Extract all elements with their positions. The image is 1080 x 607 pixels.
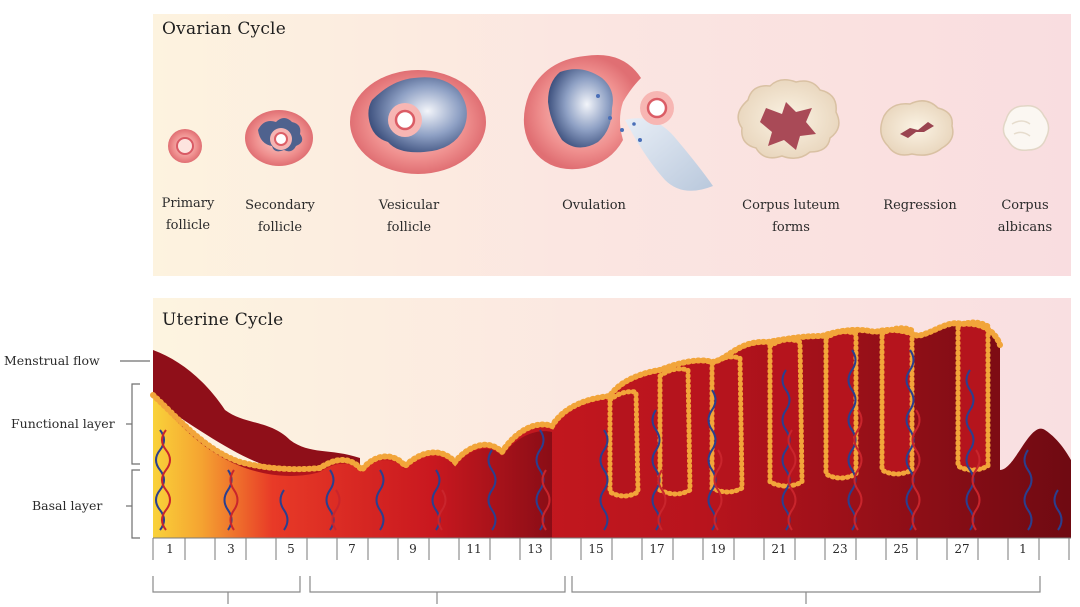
day-label: 23 [832,542,848,556]
stage-label-line1: Corpus [1001,198,1049,213]
day-label: 17 [649,542,665,556]
stage-label-line2: follicle [257,220,303,235]
menstrual-flow-label: Menstrual flow [4,353,100,368]
stage-label-line2: albicans [997,220,1053,235]
day-label: 1 [1019,542,1027,556]
stage-label-ovulation: Ovulation [539,195,649,217]
regression-icon [880,100,954,156]
functional-layer-label: Functional layer [11,416,115,431]
day-label: 9 [409,542,417,556]
phase-brackets [152,576,1041,604]
stage-label-line1: Vesicular [378,198,440,213]
basal-layer-label: Basal layer [32,498,103,513]
glandular-surface [150,320,1003,475]
ovulation-icon [523,54,713,191]
stage-label-primary-follicle: Primary follicle [133,193,243,237]
day-label: 27 [954,542,970,556]
stage-label-line1: Corpus luteum [742,198,840,213]
corpus-luteum-icon [737,79,840,159]
basal-layer [153,395,552,538]
day-label: 11 [466,542,482,556]
stage-label-line2: forms [772,220,810,235]
corpus-albicans-icon [1002,104,1050,152]
day-label: 13 [527,542,543,556]
day-label: 15 [588,542,604,556]
uterine-cycle-title: Uterine Cycle [162,310,284,330]
spiral-vessels [155,349,1063,531]
stage-label-line1: Secondary [245,198,315,213]
day-label: 19 [710,542,726,556]
vesicular-follicle-icon [350,70,486,174]
stage-label-line1: Primary [161,196,215,211]
stage-label-line2: follicle [386,220,432,235]
stage-label-corpus-albicans: Corpus albicans [980,195,1070,239]
day-label: 25 [893,542,909,556]
day-label: 21 [771,542,787,556]
day-axis [152,537,1071,560]
secondary-follicle-icon [245,110,313,166]
stage-label-line1: Regression [883,198,957,213]
day-label: 1 [166,542,174,556]
ovarian-cycle-title: Ovarian Cycle [162,19,286,39]
endometrial-folds [607,319,991,499]
stage-label-line1: Ovulation [562,198,626,213]
stage-label-corpus-luteum: Corpus luteum forms [726,195,856,239]
day-label: 7 [348,542,356,556]
day-label: 3 [227,542,235,556]
primary-follicle-icon [168,129,202,163]
stage-label-regression: Regression [865,195,975,217]
layer-brackets [120,360,150,539]
stage-label-line2: follicle [165,218,211,233]
day-label: 5 [287,542,295,556]
stage-label-vesicular-follicle: Vesicular follicle [354,195,464,239]
stage-label-secondary-follicle: Secondary follicle [225,195,335,239]
